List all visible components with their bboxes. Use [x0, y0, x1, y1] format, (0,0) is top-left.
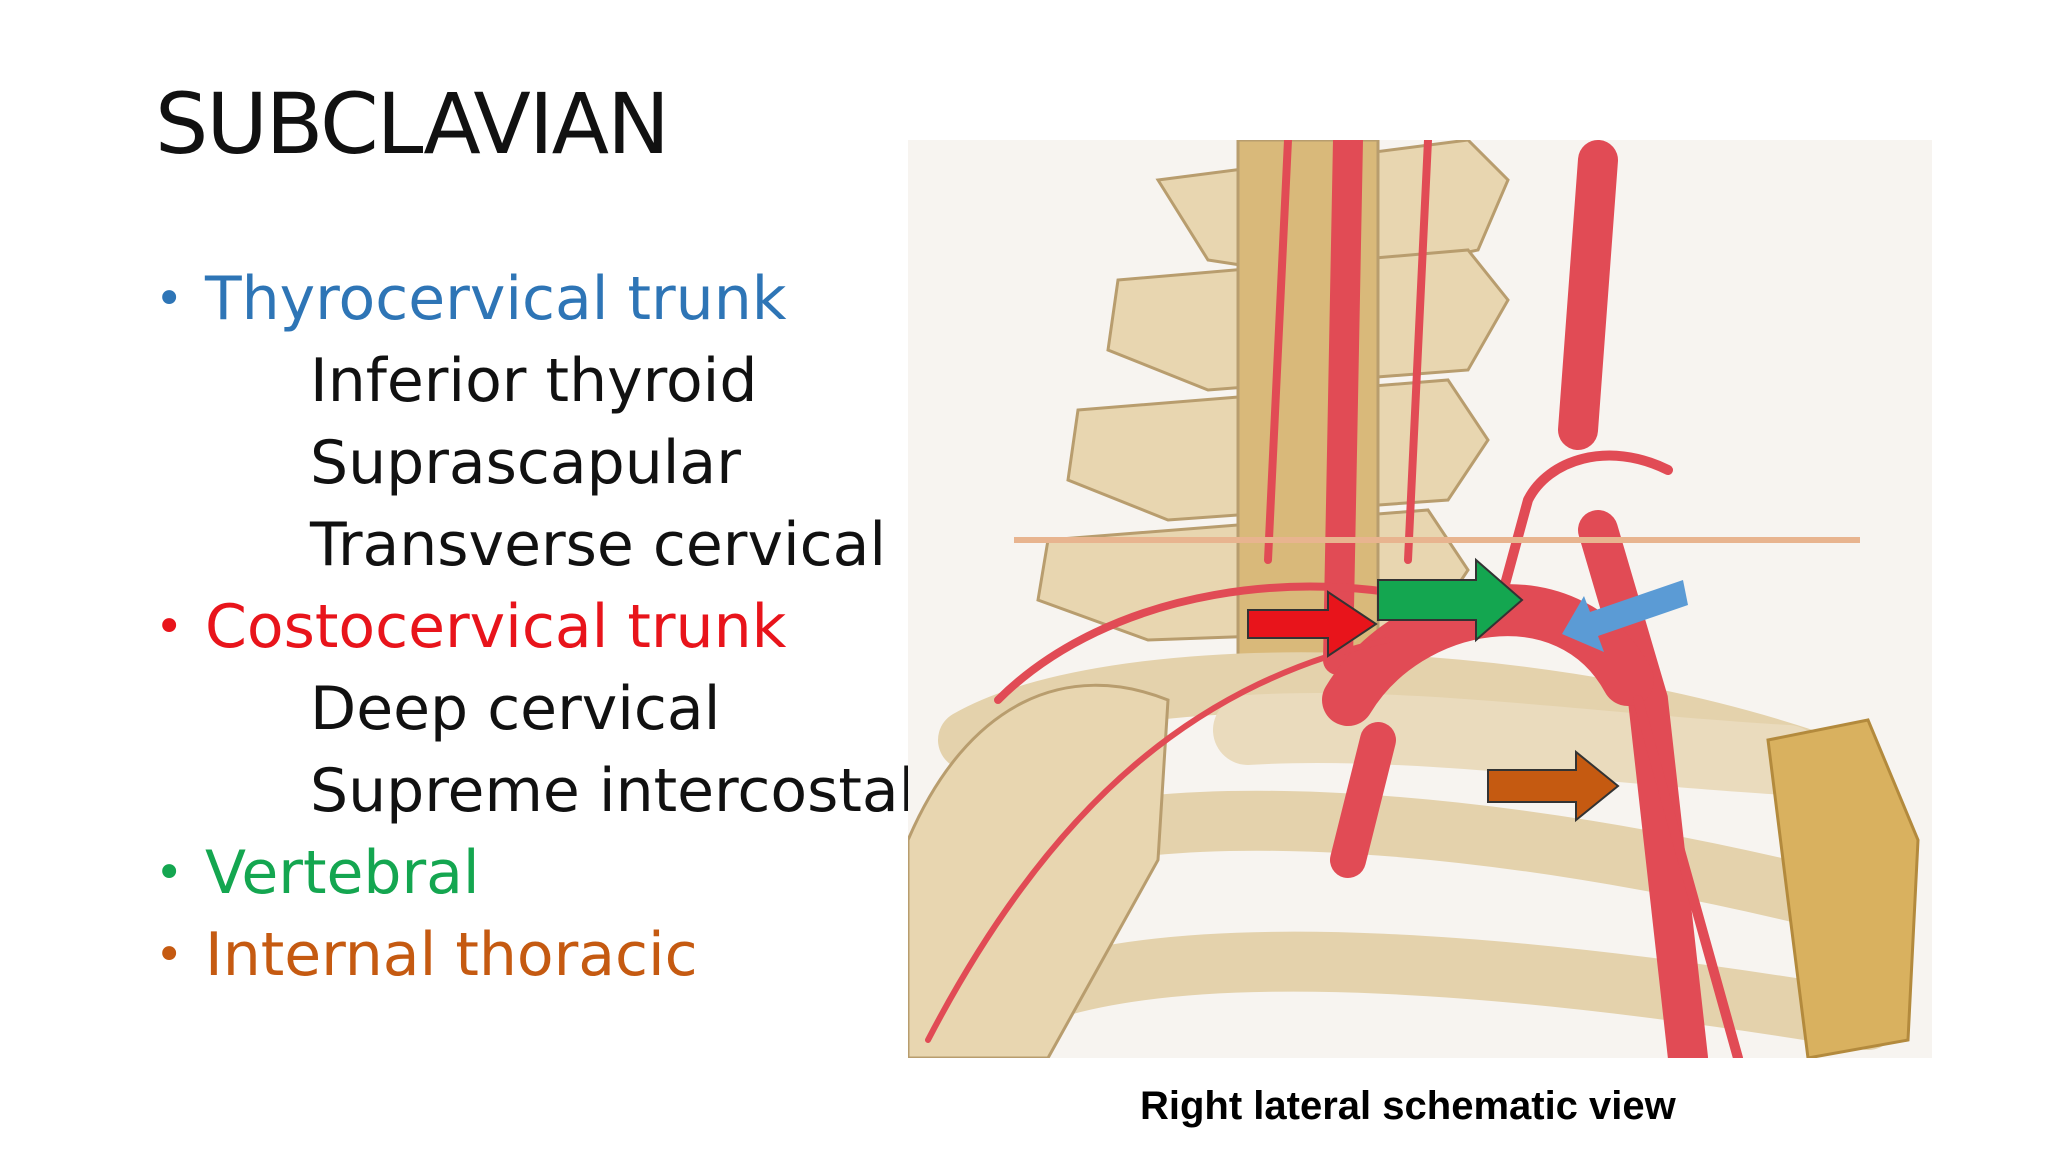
sub-item: Transverse cervical	[310, 510, 887, 580]
bullet-list: • Thyrocervical trunk Inferior thyroid Su…	[155, 258, 915, 996]
bullet-label: Internal thoracic	[205, 920, 698, 990]
bullet-dot: •	[155, 927, 184, 983]
bullet-vertebral: • Vertebral	[155, 832, 915, 914]
slide-title: SUBCLAVIAN	[155, 75, 670, 173]
internal-thoracic-arrow	[1487, 749, 1620, 823]
sub-item: Supreme intercostal	[310, 756, 916, 826]
clavicle	[1213, 693, 1823, 795]
vertebral-arrow	[1377, 557, 1524, 643]
bullet-thyrocervical: • Thyrocervical trunk	[155, 258, 915, 340]
anatomy-illustration	[908, 140, 1932, 1058]
bullet-label: Thyrocervical trunk	[205, 264, 787, 334]
thyrocervical-arrow	[1562, 580, 1688, 652]
costocervical-arrow	[1247, 590, 1378, 658]
bullet-label: Vertebral	[205, 838, 480, 908]
sub-item: Inferior thyroid	[310, 346, 758, 416]
bullet-dot: •	[155, 599, 184, 655]
bullet-internal-thoracic: • Internal thoracic	[155, 914, 915, 996]
bullet-dot: •	[155, 845, 184, 901]
bullet-dot: •	[155, 271, 184, 327]
sub-item: Suprascapular	[310, 428, 741, 498]
figure-caption: Right lateral schematic view	[1140, 1084, 1676, 1128]
sub-item: Deep cervical	[310, 674, 721, 744]
bullet-costocervical: • Costocervical trunk	[155, 586, 915, 668]
bullet-label: Costocervical trunk	[205, 592, 787, 662]
sternum	[1766, 718, 1920, 1058]
